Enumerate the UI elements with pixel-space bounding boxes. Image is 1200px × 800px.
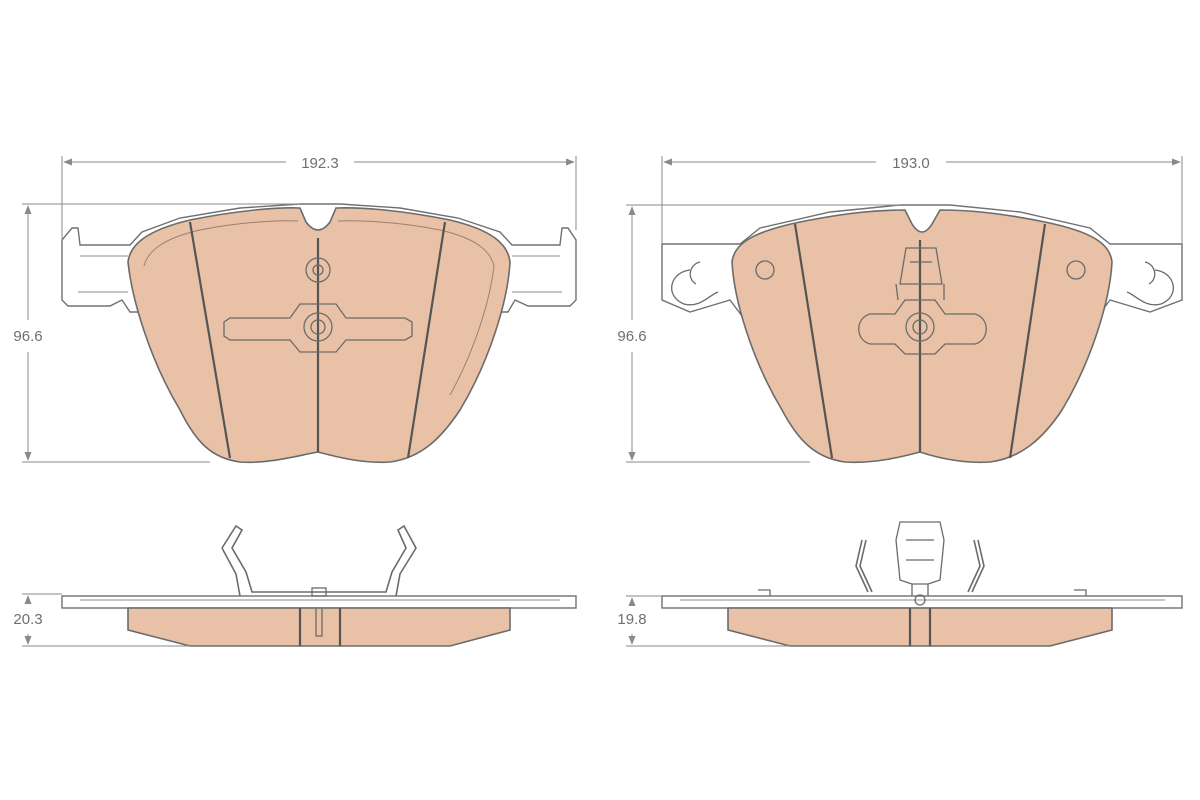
left-spring-clip [221,524,417,597]
dimension-lines [22,156,1183,647]
right-thickness-label: 19.8 [617,611,646,628]
left-height-label: 96.6 [13,328,42,345]
right-pad-front-view [661,204,1183,464]
left-width-label: 192.3 [301,155,339,172]
left-pad-front-view [61,203,577,464]
right-pad-side-view [661,521,1183,647]
right-height-label: 96.6 [617,328,646,345]
right-wear-sensor [895,521,945,596]
right-friction-pad [731,209,1113,464]
left-pad-side-view [61,524,577,647]
left-thickness-label: 20.3 [13,611,42,628]
right-width-label: 193.0 [892,155,930,172]
